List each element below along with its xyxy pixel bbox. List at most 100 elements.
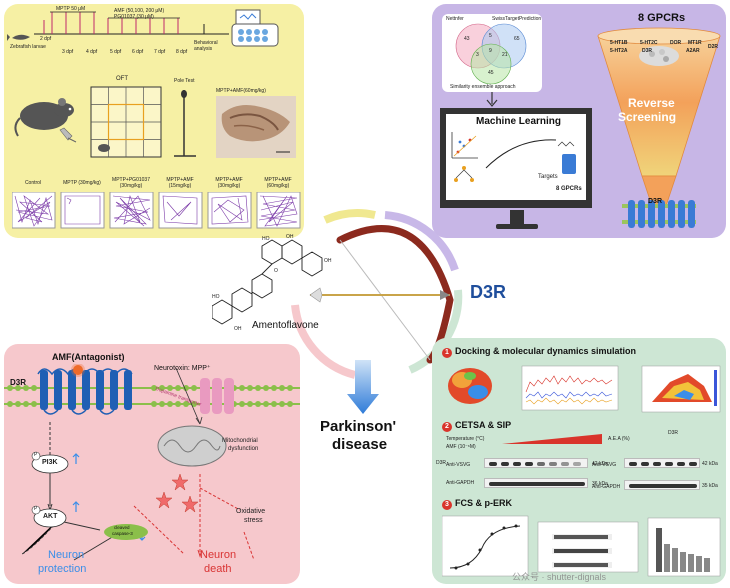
amf-dose-label: AMF (50,100, 200 μM) <box>114 8 165 14</box>
svg-text:OH: OH <box>234 326 242 332</box>
pole-test-label: Pole Test <box>174 78 195 84</box>
oxidative-line2: stress <box>244 517 263 524</box>
aea-label: A.E.A (%) <box>608 436 630 442</box>
arrow-down-icon <box>486 92 498 107</box>
target-d3r-label: D3R <box>470 282 507 302</box>
pg-dose-label: PG01037 (30 μM) <box>114 14 154 20</box>
day-label: 7 dpf <box>154 49 166 55</box>
venn-count: 5 <box>489 33 492 39</box>
signaling-pathway-diagram <box>4 364 300 561</box>
svg-text:OH: OH <box>286 234 294 240</box>
section-docking-title: Docking & molecular dynamics simulation <box>455 346 637 356</box>
sip-gapdh-blot <box>624 480 700 490</box>
d3r-label: D3R <box>10 378 27 387</box>
venn-set-nettnfer: Nettnfer <box>446 16 464 22</box>
group-label-mptp-pg: MPTP+PG01037 (30mg/kg) <box>112 177 150 189</box>
section-number-badge: 3 <box>442 500 452 510</box>
in-vivo-panel: Zebrafish larvae 2 dpf 3 dpf 4 dpf 5 dpf… <box>4 4 304 238</box>
kda-36-label: 36 kDa <box>592 481 608 487</box>
cetsa-gapdh-blot <box>484 478 588 488</box>
venn-count: 45 <box>488 70 494 76</box>
group-label-amf15: MPTP+AMF (15mg/kg) <box>166 177 194 189</box>
neuron-death-line1: Neuron <box>200 549 237 561</box>
pi3k-label: PI3K <box>42 459 58 466</box>
section-number-badge: 1 <box>442 348 452 358</box>
temperature-gradient-wedge <box>502 434 602 444</box>
funnel-label-reverse: Reverse <box>628 96 675 110</box>
gpcrs-title: 8 GPCRs <box>638 12 686 24</box>
open-field-arena <box>90 86 162 158</box>
mouse-icon <box>14 98 77 143</box>
day-label: 5 dpf <box>110 49 122 55</box>
section-number-badge: 2 <box>442 422 452 432</box>
section-fcs-title: FCS & p-ERK <box>455 498 512 508</box>
sip-vsvg-blot <box>624 458 700 468</box>
ihc-brain-slice-image <box>216 96 296 158</box>
pole-test-icon <box>174 90 196 157</box>
compound-name: Amentoflavone <box>252 320 319 331</box>
reverse-screening-funnel <box>597 27 721 228</box>
mito-line2: dysfunction <box>228 446 259 452</box>
treatment-timeline <box>7 9 279 47</box>
kda-35-label: 35 kDa <box>702 483 718 489</box>
neuron-protection-line1: Neuron <box>48 549 85 561</box>
kda-42-label: 42 kDa <box>592 461 608 467</box>
mito-line1: Mitochondrial <box>222 438 258 444</box>
oft-label: OFT <box>116 76 128 82</box>
svg-text:OH: OH <box>324 258 332 264</box>
mptp-dose-label: MPTP 50 μM <box>56 6 86 12</box>
amf-antagonist-title: AMF(Antagonist) <box>52 352 125 362</box>
receptor-label: 5-HT2A <box>610 48 628 54</box>
svg-text:HO: HO <box>262 236 270 242</box>
svg-text:HO: HO <box>212 294 220 300</box>
day-label: 4 dpf <box>86 49 98 55</box>
center-ring <box>291 209 463 379</box>
anti-gapdh-label: Anti-GAPDH <box>592 484 621 490</box>
neurotoxin-label: Neurotoxin: MPP⁺ <box>154 365 211 372</box>
receptor-label: A2AR <box>686 48 700 54</box>
venn-count: 21 <box>502 52 508 58</box>
caspase-label-line1: cleaved <box>114 525 130 530</box>
d3r-funnel-label: D3R <box>648 198 663 205</box>
anti-vsvg-label: Anti-VSVG <box>592 462 617 468</box>
amentoflavone-structure: HO OH OH O OH HO <box>212 234 332 332</box>
phospho-label: P <box>34 506 38 512</box>
behavioral-label: Behavioral analysis <box>194 40 218 52</box>
venn-set-sea: Similarity ensemble approach <box>450 84 516 90</box>
monitor-stand <box>496 210 538 229</box>
group-label-amf60: MPTP+AMF (60mg/kg) <box>264 177 292 189</box>
temperature-label: Temperature (°C) <box>446 436 485 442</box>
venn-count: 65 <box>514 36 520 42</box>
receptor-label: DOR <box>670 40 682 46</box>
ihc-label: MPTP+AMF(60mg/kg) <box>216 88 266 94</box>
venn-count: 43 <box>464 36 470 42</box>
anti-vsvg-label: Anti-VSVG <box>446 462 471 468</box>
phospho-label: P <box>34 452 38 458</box>
day-label: 6 dpf <box>132 49 144 55</box>
amf-conc-label: AMF (10⁻⁶M) <box>446 444 476 450</box>
receptor-label: MT1R <box>688 40 702 46</box>
group-label-amf30: MPTP+AMF (30mg/kg) <box>215 177 243 189</box>
target-screening-panel: Nettnfer SwissTargetPrediction Similarit… <box>432 4 726 238</box>
kda-42b-label: 42 kDa <box>702 461 718 467</box>
group-label-control: Control <box>24 180 42 186</box>
mechanism-panel: AMF(Antagonist) D3R Neurotoxin: MPP⁺ <box>4 344 300 584</box>
watermark-text: 公众号 · shutter-dignals <box>512 572 607 582</box>
neuron-protection-line2: protection <box>38 563 87 575</box>
receptor-label: 5-HT1B <box>610 40 628 46</box>
caspase-label-line2: caspase-3 <box>112 531 133 536</box>
disease-line2: disease <box>332 436 388 453</box>
arrow-down-icon <box>347 360 379 414</box>
day-label: 3 dpf <box>62 49 74 55</box>
larvae-label: Zebrafish larvae <box>10 44 46 50</box>
venn-count: 9 <box>489 48 492 54</box>
neuron-death-line2: death <box>204 563 232 575</box>
anti-gapdh-label: Anti-GAPDH <box>446 480 475 486</box>
section-cetsa-title: CETSA & SIP <box>455 420 512 430</box>
receptor-label: D2R <box>708 44 719 50</box>
gpcrs-small-label: 8 GPCRs <box>556 186 582 192</box>
